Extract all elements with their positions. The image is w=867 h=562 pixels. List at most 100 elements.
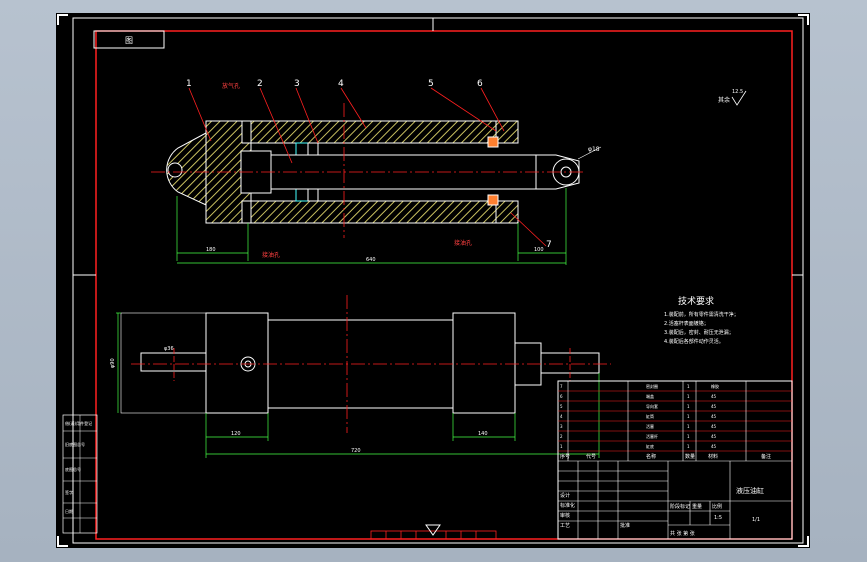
- bom-row-3-name: 导向套: [646, 403, 658, 409]
- side-label-5: 日期: [65, 508, 73, 514]
- end-cap-top: [495, 120, 519, 144]
- tech-req-item-2: 2.活塞杆表面镀铬；: [664, 320, 709, 327]
- bom-row-2-name: 端盖: [646, 393, 654, 399]
- left-stub: [140, 352, 207, 372]
- surface-finish-label: 其余: [718, 96, 730, 104]
- part-number-1: 1: [186, 79, 192, 89]
- bom-row-5-mat: 45: [711, 424, 717, 429]
- bom-row-5-no: 3: [560, 424, 563, 429]
- left-side-stamps: 借(通)用件登记 旧底图总号 底图总号 签字 日期: [62, 414, 98, 534]
- outside-dimension-texts: φ90 φ36 120 140 720: [110, 346, 488, 454]
- part-number-2: 2: [257, 79, 263, 89]
- tube-wall-top: [250, 120, 505, 144]
- part-number-3: 3: [294, 79, 300, 89]
- dim-port-left: 180: [206, 247, 216, 253]
- side-label-1: 借(通)用件登记: [65, 420, 92, 426]
- bom-row-5-qty: 1: [687, 424, 690, 429]
- left-block: [205, 312, 269, 414]
- surface-finish: 其余 12.5: [718, 89, 747, 106]
- bom-row-1-no: 7: [560, 384, 563, 389]
- scale-label: 比例: [712, 503, 722, 510]
- title-labels: 设计 标准化 审核 工艺 批准 阶段标记 重量 比例 1:5 共 张 第 张 液…: [560, 486, 764, 537]
- approve-label: 批准: [620, 522, 630, 529]
- tech-req-item-3: 3.装配后，密封、耐压无泄漏；: [664, 329, 734, 336]
- outer-frame: [72, 17, 804, 544]
- dim-total-upper: 640: [366, 257, 376, 263]
- bom-row-6-mat: 45: [711, 434, 717, 439]
- bom-row-1-name: 密封圈: [646, 383, 658, 389]
- sheet-value: 1/1: [752, 517, 760, 523]
- sheet-label: 共 张 第 张: [670, 530, 695, 537]
- bom-row-2-no: 6: [560, 394, 563, 399]
- part-numbers: 1 2 3 4 5 6 7: [186, 79, 552, 250]
- section-view[interactable]: 1 2 3 4 5 6 7 放气孔 接油孔 接油孔 φ18 180 640 10…: [151, 79, 602, 265]
- section-dimensions: [176, 188, 567, 265]
- dim-right-offset: 100: [534, 247, 544, 253]
- part-title: 液压油缸: [736, 486, 764, 495]
- outside-dimensions: [116, 312, 600, 458]
- section-dimension-texts: 180 640 100: [206, 247, 544, 263]
- bom-grid: [558, 390, 792, 452]
- outline-left: [120, 312, 207, 414]
- tech-req-title: 技术要求: [678, 295, 714, 307]
- part-number-5: 5: [428, 79, 434, 89]
- cad-viewport[interactable]: 图: [56, 13, 810, 548]
- pin-callout: φ18: [588, 146, 600, 153]
- bom-row-2-qty: 1: [687, 394, 690, 399]
- bom-header-name: 名称: [646, 453, 656, 460]
- stamp-text: 图: [125, 36, 133, 45]
- process-label: 工艺: [560, 523, 570, 529]
- bom-row-1-mat: 橡胶: [711, 383, 719, 389]
- end-cap-bottom: [495, 200, 519, 224]
- bom-row-3-no: 5: [560, 404, 563, 409]
- port-label-bottom-left: 接油孔: [262, 251, 280, 259]
- side-label-3: 底图总号: [65, 466, 81, 472]
- center-ticks: [73, 18, 803, 276]
- part-number-4: 4: [338, 79, 344, 89]
- inner-frame: [95, 30, 793, 540]
- bom-row-7-mat: 45: [711, 444, 717, 449]
- bom-row-4-no: 4: [560, 414, 563, 419]
- drawing-canvas: 图: [57, 14, 809, 547]
- bom-rows: 7 密封圈 1 橡胶 6 端盖 1 45 5 导向套 1 45 4 缸筒 1 4…: [560, 383, 719, 449]
- tech-req-item-4: 4.装配后各部件动作灵活。: [664, 338, 724, 345]
- bom-row-6-no: 2: [560, 434, 563, 439]
- design-label: 设计: [560, 492, 570, 499]
- bom-header-code: 代号: [586, 453, 596, 460]
- seal-bottom: [487, 194, 499, 206]
- check-label: 审核: [560, 512, 570, 519]
- bom-row-2-mat: 45: [711, 394, 717, 399]
- stamp-box: [93, 30, 165, 49]
- side-label-2: 旧底图总号: [65, 441, 85, 447]
- clevis-pin-hole: [167, 162, 183, 178]
- bom-row-7-no: 1: [560, 444, 563, 449]
- bom-row-1-qty: 1: [687, 384, 690, 389]
- side-label-4: 签字: [65, 489, 73, 495]
- bom-header-material: 材料: [708, 453, 718, 460]
- bom-columns: [558, 381, 792, 462]
- leader-lines: [188, 87, 547, 247]
- title-grid: [558, 461, 792, 539]
- dim-right-block: 140: [478, 431, 488, 437]
- dim-rod-dia: φ36: [164, 346, 174, 352]
- bottom-ruler: [370, 530, 497, 540]
- tech-requirements: 技术要求 1.装配前，所有零件需清洗干净； 2.活塞杆表面镀铬； 3.装配后，密…: [664, 295, 739, 345]
- bom-row-6-qty: 1: [687, 434, 690, 439]
- pin-callout-leader: [577, 146, 602, 160]
- bom-row-4-name: 缸筒: [646, 413, 654, 419]
- corner-marks: [57, 14, 809, 547]
- bom-row-3-qty: 1: [687, 404, 690, 409]
- tube-wall-bottom: [250, 200, 505, 224]
- bom-row-3-mat: 45: [711, 404, 717, 409]
- outside-view[interactable]: φ90 φ36 120 140 720: [110, 295, 611, 458]
- port-label-top: 放气孔: [222, 82, 240, 90]
- surface-finish-value: 12.5: [732, 89, 743, 95]
- title-block[interactable]: 7 密封圈 1 橡胶 6 端盖 1 45 5 导向套 1 45 4 缸筒 1 4…: [557, 380, 793, 540]
- seal-top: [487, 136, 499, 148]
- bom-header-no: 序号: [560, 453, 570, 460]
- dim-total-lower: 720: [351, 448, 361, 454]
- weight-label: 重量: [692, 503, 702, 510]
- bom-row-4-mat: 45: [711, 414, 717, 419]
- scale-value: 1:5: [714, 515, 722, 521]
- bom-row-5-name: 活塞: [646, 423, 654, 429]
